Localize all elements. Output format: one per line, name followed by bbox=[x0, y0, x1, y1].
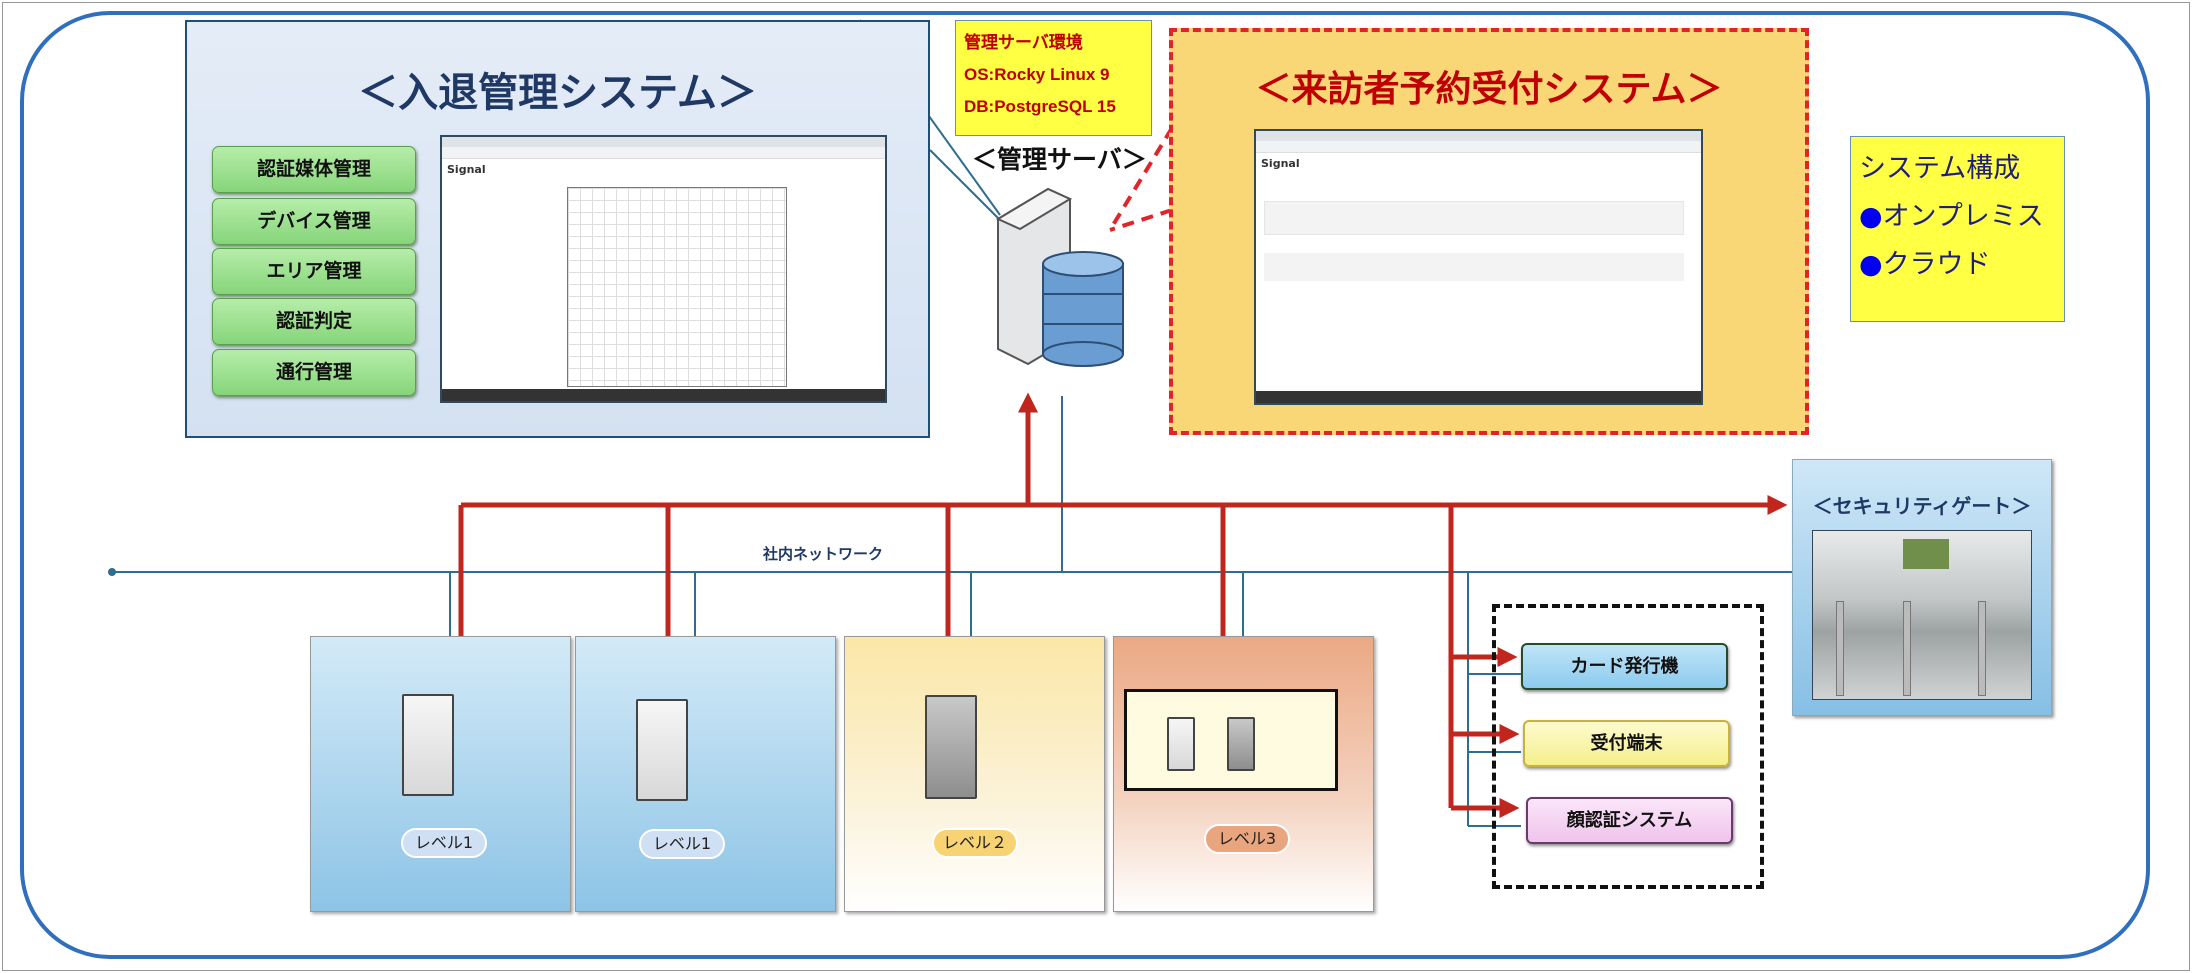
app-footer bbox=[1256, 391, 1701, 403]
system-boundary bbox=[20, 11, 2150, 959]
area-management-button[interactable]: エリア管理 bbox=[212, 248, 416, 295]
network-endpoint bbox=[108, 568, 116, 576]
bullet-icon: ● bbox=[1859, 201, 1883, 232]
app-footer bbox=[442, 389, 885, 401]
auth-media-button[interactable]: 認証媒体管理 bbox=[212, 146, 416, 193]
gate-post bbox=[1903, 601, 1911, 696]
keypad-reader-icon bbox=[925, 695, 977, 799]
card-reader-icon bbox=[402, 694, 454, 796]
card-reader-icon bbox=[1167, 717, 1195, 771]
gate-post bbox=[1978, 601, 1986, 696]
server-label: ＜管理サーバ＞ bbox=[972, 145, 1147, 174]
access-app-screenshot: Signal bbox=[440, 135, 887, 403]
browser-address-bar bbox=[442, 147, 885, 159]
floor-map bbox=[567, 187, 787, 387]
level-badge: レベル1 bbox=[639, 829, 725, 859]
visitor-app-screenshot: Signal bbox=[1254, 129, 1703, 405]
visitor-terminals-group bbox=[1492, 604, 1764, 889]
calendar-strip bbox=[1264, 201, 1684, 235]
system-config-title: システム構成 bbox=[1859, 153, 2021, 184]
security-gate-panel: ＜セキュリティゲート＞ bbox=[1792, 459, 2052, 716]
device-panel-level3: レベル3 bbox=[1113, 636, 1374, 912]
visitor-reservation-panel: ＜来訪者予約受付システム＞ Signal bbox=[1169, 28, 1809, 435]
reader-set-frame bbox=[1124, 689, 1338, 791]
card-reader-icon bbox=[636, 699, 688, 801]
reception-terminal-button[interactable]: 受付端末 bbox=[1523, 720, 1730, 767]
signal-logo: Signal bbox=[447, 163, 486, 176]
system-config-note: システム構成 ●オンプレミス ●クラウド bbox=[1850, 136, 2065, 322]
access-control-title: ＜入退管理システム＞ bbox=[358, 70, 757, 116]
env-db: DB:PostgreSQL 15 bbox=[964, 97, 1116, 116]
device-panel-level2: レベル２ bbox=[844, 636, 1105, 912]
level-badge: レベル3 bbox=[1204, 824, 1290, 854]
security-gate-photo bbox=[1812, 530, 2032, 700]
network-label: 社内ネットワーク bbox=[763, 545, 884, 563]
level-badge: レベル1 bbox=[401, 828, 487, 858]
device-panel-level1: レベル1 bbox=[310, 636, 571, 912]
browser-tab-bar bbox=[1256, 131, 1701, 141]
gate-post bbox=[1836, 601, 1844, 696]
auth-decision-button[interactable]: 認証判定 bbox=[212, 298, 416, 345]
visitor-list bbox=[1264, 253, 1684, 281]
device-panel-level1: レベル1 bbox=[575, 636, 836, 912]
security-gate-title: ＜セキュリティゲート＞ bbox=[1812, 494, 2032, 518]
cloud-label: クラウド bbox=[1882, 249, 1991, 280]
keypad-reader-icon bbox=[1227, 717, 1255, 771]
device-management-button[interactable]: デバイス管理 bbox=[212, 198, 416, 245]
env-title: 管理サーバ環境 bbox=[964, 33, 1083, 52]
wall-screen bbox=[1903, 539, 1949, 569]
face-recognition-button[interactable]: 顔認証システム bbox=[1526, 797, 1733, 844]
browser-tab-bar bbox=[442, 137, 885, 147]
callout-line bbox=[929, 149, 1003, 223]
env-os: OS:Rocky Linux 9 bbox=[964, 65, 1110, 84]
browser-address-bar bbox=[1256, 141, 1701, 153]
visitor-system-title: ＜来訪者予約受付システム＞ bbox=[1255, 69, 1723, 110]
bullet-icon: ● bbox=[1859, 249, 1883, 280]
passage-management-button[interactable]: 通行管理 bbox=[212, 349, 416, 396]
onpremise-label: オンプレミス bbox=[1882, 201, 2044, 232]
server-environment-note: 管理サーバ環境 OS:Rocky Linux 9 DB:PostgreSQL 1… bbox=[955, 20, 1152, 136]
card-issuer-button[interactable]: カード発行機 bbox=[1521, 643, 1728, 690]
access-control-panel: ＜入退管理システム＞ 認証媒体管理 デバイス管理 エリア管理 認証判定 通行管理… bbox=[185, 20, 930, 438]
callout-pointer bbox=[1108, 126, 1174, 232]
server-database-icon bbox=[995, 187, 1124, 367]
signal-logo: Signal bbox=[1261, 157, 1300, 170]
level-badge: レベル２ bbox=[932, 828, 1018, 858]
